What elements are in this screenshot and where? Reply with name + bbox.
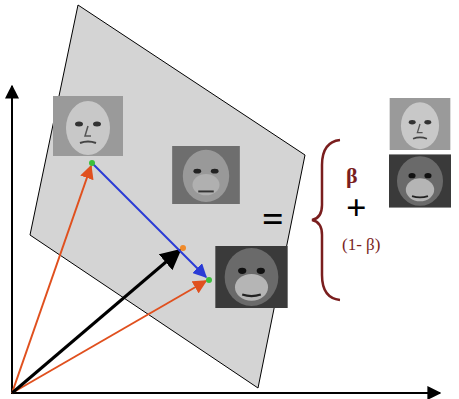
- blend-photo: [172, 146, 240, 204]
- equals-sign: =: [262, 200, 284, 238]
- weight-symbol: β: [346, 165, 358, 187]
- face-photo: [390, 98, 451, 150]
- plane: [30, 5, 305, 388]
- point: [89, 160, 95, 166]
- difference-arrow: [92, 163, 206, 277]
- face-photo: [53, 96, 123, 156]
- chimp-photo: [215, 246, 287, 308]
- vector-arrow: [12, 281, 206, 393]
- blend-arrow: [12, 250, 180, 393]
- brace: [312, 140, 340, 300]
- point: [206, 277, 212, 283]
- chimp-photo: [389, 154, 451, 207]
- plus-sign: +: [346, 190, 367, 226]
- weight-symbol: (1- β): [342, 236, 380, 253]
- x-axis: [12, 392, 440, 394]
- point: [180, 245, 186, 251]
- y-axis: [11, 86, 13, 394]
